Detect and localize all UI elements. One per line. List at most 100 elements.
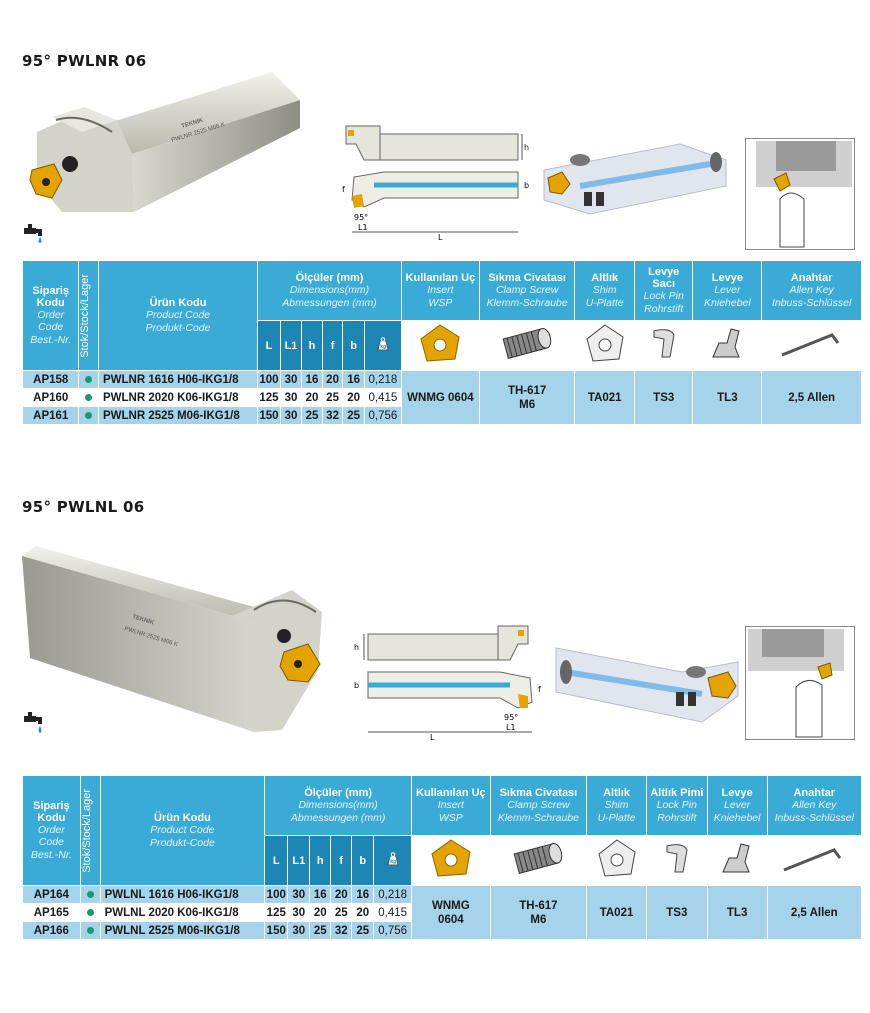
- clamp-screw-image: [489, 835, 588, 886]
- shim-code: TA021: [574, 370, 635, 425]
- insert-image: [411, 835, 491, 886]
- table-cell: 0,756: [373, 921, 413, 940]
- dim-label-l1: L1: [358, 223, 368, 232]
- table-cell: 150: [257, 406, 281, 425]
- table-cell: 125: [257, 388, 281, 407]
- table-cell: 125: [264, 903, 289, 922]
- table-cell: 25: [342, 406, 365, 425]
- dim-label-l: L: [438, 233, 443, 242]
- table-cell: 100: [257, 370, 281, 389]
- cutaway-3d-view: [555, 647, 739, 723]
- dim-label-l1: L1: [506, 723, 516, 732]
- stock-dot-icon: [79, 903, 101, 922]
- stock-dot-icon: [78, 406, 99, 425]
- technical-drawing: h b f 95° L1 L: [354, 625, 541, 742]
- product-code: PWLNR 2525 M06-IKG1/8: [97, 406, 259, 425]
- dim-label-angle: 95°: [504, 713, 518, 722]
- table-cell: 20: [309, 903, 332, 922]
- table-cell: 30: [279, 406, 303, 425]
- table-cell: 16: [301, 370, 323, 389]
- section-pwlnr: 95° PWLNR 06 PWLNR 2525 M06 K TEKNIK h f: [0, 0, 870, 440]
- section-title: 95° PWLNL 06: [22, 498, 145, 516]
- dim-label-angle: 95°: [354, 213, 368, 222]
- order-code: AP161: [21, 406, 80, 425]
- table-cell: 30: [287, 903, 311, 922]
- table-cell: 32: [321, 406, 344, 425]
- section-pwlnl: 95° PWLNL 06 TEKNIK PWLNR 2525 M06 K h b…: [0, 0, 870, 940]
- insert-code: WNMG 0604: [400, 370, 480, 425]
- dim-label-f: f: [538, 685, 541, 694]
- dim-label-b: b: [524, 181, 529, 190]
- coolant-tap-icon: [24, 224, 42, 243]
- tool-holder-photo: PWLNR 2525 M06 K TEKNIK: [29, 72, 300, 212]
- dim-label-l: L: [430, 733, 435, 742]
- coolant-tap-icon: [24, 712, 42, 733]
- dim-header-h: h: [309, 835, 332, 886]
- shim-image: [574, 320, 635, 371]
- allen-key-image: [761, 320, 862, 371]
- allen-key-image: [766, 835, 862, 886]
- table-cell: 0,218: [363, 370, 402, 389]
- table-cell: 30: [287, 885, 311, 904]
- table-cell: 0,415: [373, 903, 413, 922]
- table-cell: 20: [330, 885, 353, 904]
- table-cell: 0,756: [363, 406, 402, 425]
- dim-header-l1: L1: [287, 835, 311, 886]
- lever-image: [692, 320, 763, 371]
- technical-drawing: h f b 95° L1 L: [342, 125, 529, 242]
- col-dimensions: Ölçüler (mm) Dimensions(mm)Abmessungen (…: [257, 260, 402, 321]
- table-cell: 20: [321, 370, 344, 389]
- col-stock: Stok/Stock/Lager: [79, 775, 101, 886]
- cutaway-3d-view: [543, 143, 727, 215]
- order-code: AP160: [21, 388, 80, 407]
- table-cell: 20: [351, 903, 375, 922]
- table-cell: 32: [330, 921, 353, 940]
- order-code: AP165: [22, 903, 81, 922]
- table-cell: 30: [287, 921, 311, 940]
- lever-code: TL3: [692, 370, 763, 425]
- weight-icon: kg: [363, 320, 402, 371]
- dim-label-b: b: [354, 681, 359, 690]
- table-cell: 25: [330, 903, 353, 922]
- stock-dot-icon: [79, 921, 101, 940]
- table-cell: 25: [301, 406, 323, 425]
- dim-header-f: f: [321, 320, 344, 371]
- lever-image: [706, 835, 768, 886]
- order-code: AP158: [21, 370, 80, 389]
- table-cell: 16: [351, 885, 375, 904]
- table-cell: 20: [301, 388, 323, 407]
- table-cell: 25: [309, 921, 332, 940]
- clamp-screw-image: [478, 320, 576, 371]
- dim-label-f: f: [342, 185, 345, 194]
- lock-pin-image: [633, 320, 694, 371]
- product-code: PWLNR 2020 K06-IKG1/8: [97, 388, 259, 407]
- svg-text:kg: kg: [390, 859, 396, 865]
- order-code: AP164: [22, 885, 81, 904]
- table-cell: 16: [309, 885, 332, 904]
- dim-header-l1: L1: [279, 320, 303, 371]
- table-cell: 0,218: [373, 885, 413, 904]
- clamp-detail-view: [745, 626, 855, 740]
- col-stock: Stok/Stock/Lager: [78, 260, 99, 371]
